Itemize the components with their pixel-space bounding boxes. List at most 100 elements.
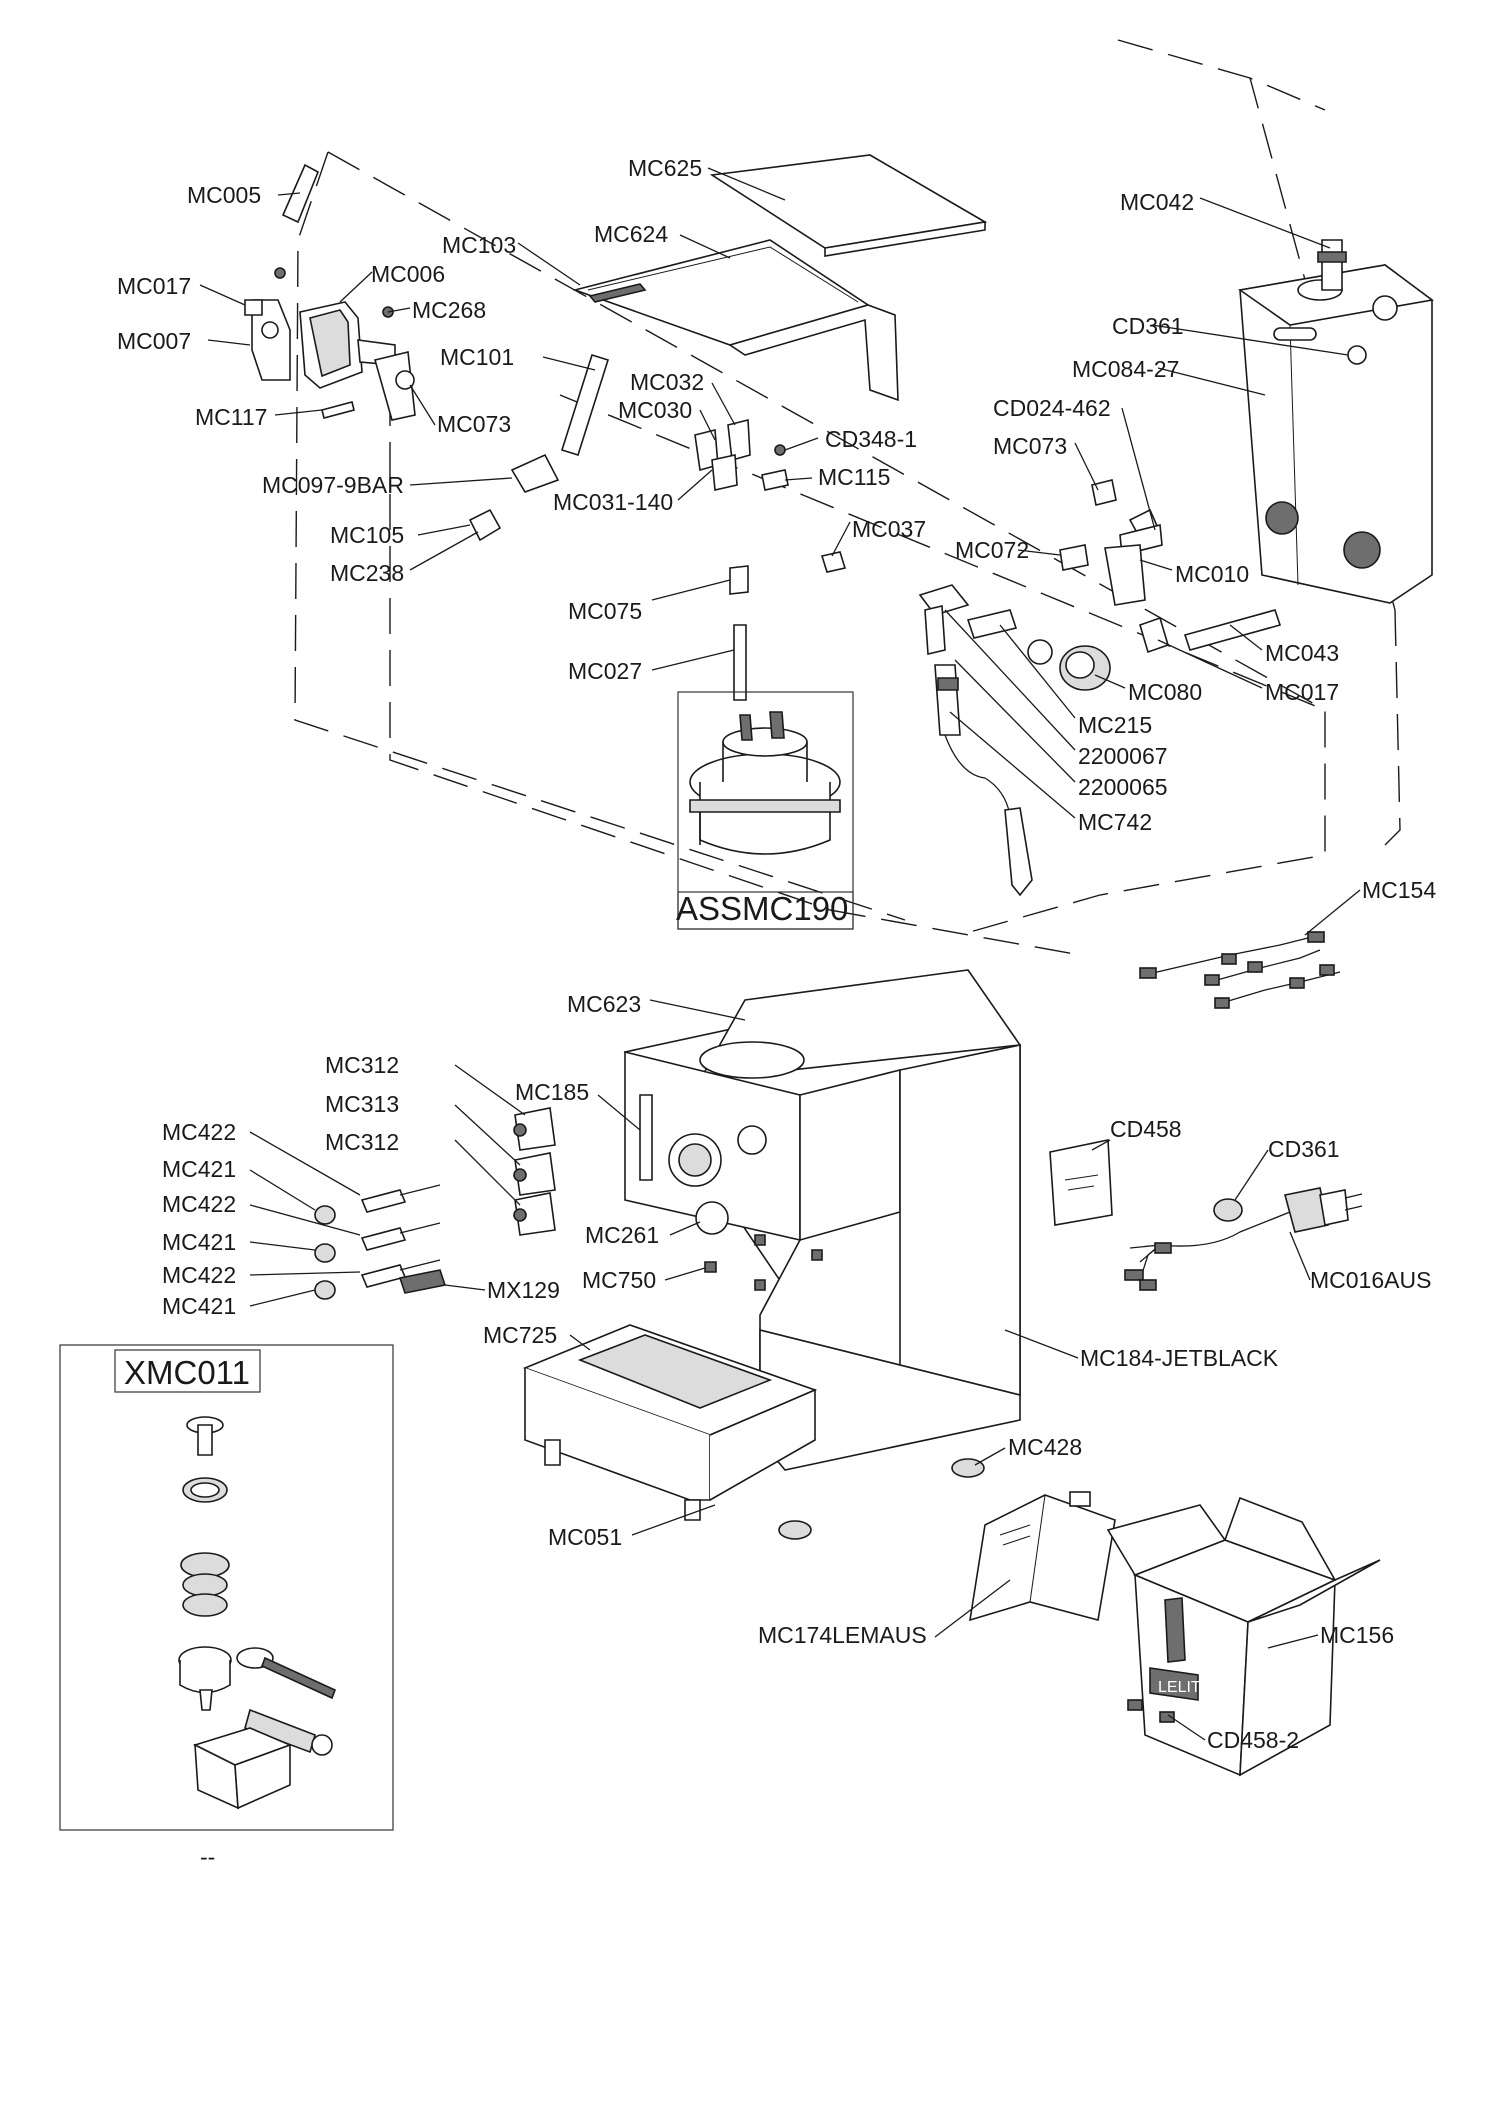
label-mc154: MC154 (1362, 877, 1436, 903)
label-mc042: MC042 (1120, 189, 1194, 215)
chassis (623, 969, 1022, 1471)
solenoid-and-steam (918, 479, 1282, 897)
label-mc184: MC184-JETBLACK (1080, 1345, 1279, 1371)
valve-mc097 (510, 453, 560, 493)
label-cd458: CD458 (1110, 1116, 1182, 1142)
label-sticker-cd458 (1049, 1139, 1113, 1226)
label-cd024: CD024-462 (993, 395, 1111, 421)
label-mc625: MC625 (628, 155, 702, 181)
label-mc030: MC030 (618, 397, 692, 423)
accessory-kit (59, 1344, 394, 1831)
label-mc261: MC261 (585, 1222, 659, 1248)
label-mc007: MC007 (117, 328, 191, 354)
power-cord-mc016 (1124, 1187, 1363, 1291)
leader-lines (199, 167, 1361, 1741)
label-mc032: MC032 (630, 369, 704, 395)
drip-tray-mc051 (522, 1324, 818, 1521)
wiring-harness-mc154 (1139, 931, 1341, 1009)
label-mc742: MC742 (1078, 809, 1152, 835)
label-mc421-2: MC421 (162, 1229, 236, 1255)
label-mc115: MC115 (818, 464, 890, 490)
tray-grid-mc725 (577, 1334, 773, 1409)
label-mc422-1: MC422 (162, 1119, 236, 1145)
label-mc027: MC027 (568, 658, 642, 684)
label-mc750: MC750 (582, 1267, 656, 1293)
label-mc624: MC624 (594, 221, 668, 247)
label-mc312-bottom: MC312 (325, 1129, 399, 1155)
pin-mc117 (321, 401, 355, 419)
cup-tray-plate-mc625 (709, 154, 988, 257)
label-mc313: MC313 (325, 1091, 399, 1117)
label-mc101: MC101 (440, 344, 514, 370)
label-mc156: MC156 (1320, 1622, 1394, 1648)
label-mx129: MX129 (487, 1277, 560, 1303)
label-xmc011: XMC011 (124, 1354, 250, 1391)
box-print: LELIT (1158, 1679, 1201, 1696)
label-cd361-cord: CD361 (1268, 1136, 1340, 1162)
label-mc075: MC075 (568, 598, 642, 624)
label-mc097: MC097-9BAR (262, 472, 404, 498)
label-mc037: MC037 (852, 516, 926, 542)
strain-relief-cd361 (1213, 1198, 1243, 1222)
label-mc031: MC031-140 (553, 489, 673, 515)
label-mc421-1: MC421 (162, 1156, 236, 1182)
label-mc422-3: MC422 (162, 1262, 236, 1288)
feet-mc428 (778, 1458, 985, 1540)
element-mc027 (733, 624, 747, 701)
cup-tray-mc624 (572, 239, 899, 402)
connector-mx129 (398, 1269, 447, 1294)
tube-mc101 (560, 353, 610, 457)
label-2200065: 2200065 (1078, 774, 1168, 800)
fitting-mc105 (468, 508, 502, 542)
label-mc103: MC103 (442, 232, 516, 258)
fitting-mc072 (1059, 544, 1089, 571)
label-mc421-3: MC421 (162, 1293, 236, 1319)
switches-and-lights (314, 1107, 556, 1300)
label-mc010: MC010 (1175, 561, 1249, 587)
label-mc117: MC117 (195, 404, 267, 430)
side-panel-mc184 (899, 1044, 1021, 1396)
label-mc072: MC072 (955, 537, 1029, 563)
label-mc005: MC005 (187, 182, 261, 208)
label-mc051: MC051 (548, 1524, 622, 1550)
label-cd458-2: CD458-2 (1207, 1727, 1299, 1753)
label-mc623: MC623 (567, 991, 641, 1017)
label-mc238: MC238 (330, 560, 404, 586)
center-fittings (729, 551, 847, 701)
tube-mc043 (1183, 609, 1282, 651)
manual-mc174 (969, 1491, 1116, 1622)
footer-mark: -- (200, 1844, 215, 1870)
valve-mc215 (966, 609, 1018, 639)
label-mc006: MC006 (371, 261, 445, 287)
filter-mc042 (1321, 239, 1343, 291)
water-tank-mc084 (1237, 239, 1434, 604)
label-mc174: MC174LEMAUS (758, 1622, 927, 1648)
label-mc185: MC185 (515, 1079, 589, 1105)
steam-wand-mc742 (1004, 807, 1033, 897)
label-mc073-valve: MC073 (993, 433, 1067, 459)
label-mc105: MC105 (330, 522, 404, 548)
pump-assembly (244, 163, 416, 421)
label-mc080: MC080 (1128, 679, 1202, 705)
capacitor-mc005 (281, 163, 320, 224)
bracket-mc117-side (374, 351, 416, 421)
solenoid-mc010 (1104, 544, 1146, 606)
label-mc422-2: MC422 (162, 1191, 236, 1217)
label-mc725: MC725 (483, 1322, 557, 1348)
label-cd348: CD348-1 (825, 426, 917, 452)
gauge-ring-mc261 (695, 1201, 729, 1235)
label-mc215: MC215 (1078, 712, 1152, 738)
label-mc017-pump: MC017 (117, 273, 191, 299)
label-assmc190: ASSMC190 (676, 890, 848, 927)
label-mc312-top: MC312 (325, 1052, 399, 1078)
label-mc043: MC043 (1265, 640, 1339, 666)
screw-mc268 (274, 267, 286, 279)
boiler-assembly (677, 691, 854, 930)
label-cd361-tank: CD361 (1112, 313, 1184, 339)
label-mc428: MC428 (1008, 1434, 1082, 1460)
bracket-mc007 (251, 299, 291, 381)
label-mc073-pump: MC073 (437, 411, 511, 437)
label-mc016: MC016AUS (1310, 1267, 1431, 1293)
label-mc084: MC084-27 (1072, 356, 1179, 382)
